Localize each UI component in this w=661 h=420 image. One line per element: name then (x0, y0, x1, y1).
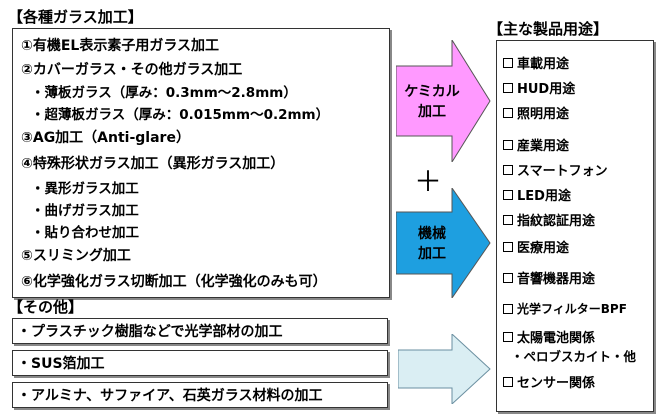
checkbox-icon (503, 82, 513, 93)
mechanical-processing-arrow (396, 188, 491, 298)
application-item: 音響機器用途 (503, 268, 595, 287)
processing-item-4-laminating: ・貼り合わせ加工 (31, 225, 139, 241)
application-item: LED用途 (503, 185, 571, 204)
other-processing-arrow (398, 334, 491, 404)
application-item: 車載用途 (503, 53, 569, 72)
checkbox-icon (503, 189, 513, 200)
processing-item-2-thin: ・薄板ガラス（厚み：0.3mm～2.8mm） (31, 85, 297, 101)
checkbox-icon (503, 241, 513, 252)
application-item: 太陽電池関係 (503, 327, 595, 346)
other-item-alumina: ・アルミナ、サファイア、石英ガラス材料の加工 (12, 382, 388, 408)
application-item: HUD用途 (503, 78, 575, 97)
application-label: 太陽電池関係 (517, 331, 596, 346)
applications-title: 【主な製品用途】 (488, 20, 609, 38)
checkbox-icon (503, 164, 513, 175)
processing-item-1: ①有機EL表示素子用ガラス加工 (21, 38, 220, 54)
application-label: センサー関係 (517, 376, 596, 391)
application-label: 照明用途 (517, 107, 570, 122)
application-item: スマートフォン (503, 160, 608, 179)
application-item-sub: ・ペロブスカイト・他 (511, 349, 637, 364)
chemical-label-line2: 加工 (418, 104, 446, 120)
processing-item-6: ⑥化学強化ガラス切断加工（化学強化のみも可） (21, 274, 327, 290)
application-label: 医療用途 (517, 241, 570, 256)
chemical-processing-label: ケミカル 加工 (402, 82, 462, 122)
application-item: 指紋認証用途 (503, 210, 595, 229)
application-label: 指紋認証用途 (517, 214, 596, 229)
other-item-plastic: ・プラスチック樹脂などで光学部材の加工 (12, 318, 388, 344)
other-title: 【その他】 (8, 298, 84, 316)
mechanical-processing-label: 機械 加工 (402, 224, 462, 264)
application-item: 照明用途 (503, 103, 569, 122)
application-label: 車載用途 (517, 57, 570, 72)
application-item: 光学フィルターBPF (503, 300, 627, 317)
other-item-sus: ・SUS箔加工 (12, 350, 388, 376)
processing-item-4-bending: ・曲げガラス加工 (31, 203, 139, 219)
processing-item-5: ⑤スリミング加工 (21, 248, 131, 264)
checkbox-icon (503, 303, 513, 314)
application-label: 光学フィルターBPF (517, 302, 627, 316)
application-label: LED用途 (517, 189, 571, 204)
processing-item-3: ③AG加工（Anti-glare） (21, 130, 190, 146)
application-item: 産業用途 (503, 135, 569, 154)
checkbox-icon (503, 376, 513, 387)
application-label: HUD用途 (517, 82, 576, 97)
mechanical-label-line1: 機械 (418, 226, 446, 242)
processing-title: 【各種ガラス加工】 (8, 8, 143, 26)
processing-item-4: ④特殊形状ガラス加工（異形ガラス加工） (21, 156, 285, 172)
chemical-label-line1: ケミカル (404, 84, 460, 100)
processing-item-2-ultrathin: ・超薄板ガラス（厚み：0.015mm～0.2mm） (31, 107, 330, 123)
checkbox-icon (503, 272, 513, 283)
processing-item-2: ②カバーガラス・その他ガラス加工 (21, 62, 243, 78)
application-label: 産業用途 (517, 139, 570, 154)
processing-box: ①有機EL表示素子用ガラス加工 ②カバーガラス・その他ガラス加工 ・薄板ガラス（… (12, 28, 390, 298)
application-item: センサー関係 (503, 372, 595, 391)
chemical-processing-arrow (396, 40, 491, 162)
processing-item-4-irregular: ・異形ガラス加工 (31, 181, 139, 197)
checkbox-icon (503, 57, 513, 68)
plus-icon: ＋ (414, 165, 443, 198)
application-item: 医療用途 (503, 237, 569, 256)
checkbox-icon (503, 331, 513, 342)
application-label: 音響機器用途 (517, 272, 596, 287)
mechanical-label-line2: 加工 (418, 246, 446, 262)
checkbox-icon (503, 139, 513, 150)
checkbox-icon (503, 214, 513, 225)
applications-box: 車載用途 HUD用途 照明用途 産業用途 スマートフォン LED用途 指紋認証用… (496, 40, 654, 412)
application-label: スマートフォン (517, 164, 608, 179)
checkbox-icon (503, 107, 513, 118)
